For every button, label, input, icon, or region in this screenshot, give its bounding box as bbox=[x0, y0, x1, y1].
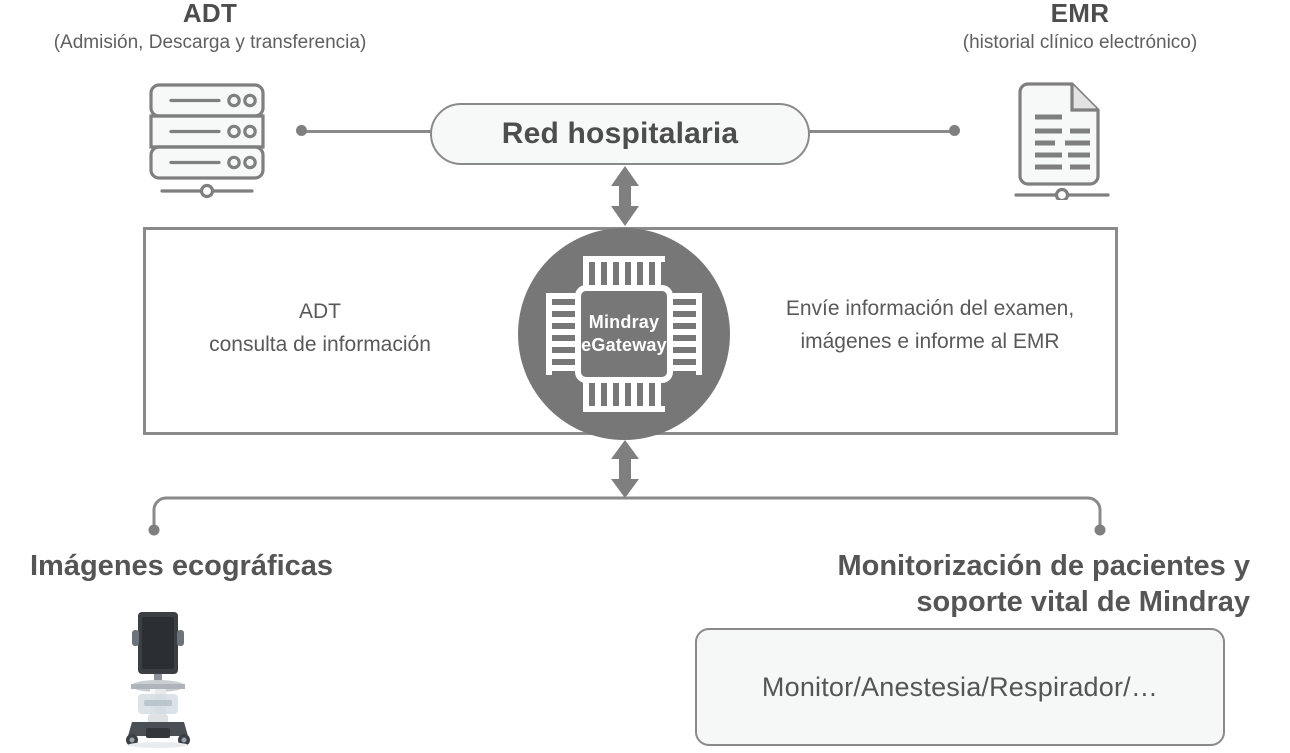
connector-line-left bbox=[300, 130, 432, 133]
connector-dot-left bbox=[296, 125, 307, 136]
devices-bracket bbox=[148, 496, 1106, 536]
header-adt-title: ADT bbox=[182, 0, 238, 28]
ultrasound-cart-icon bbox=[118, 610, 198, 753]
gateway-right-text: Envíe información del examen, imágenes e… bbox=[740, 292, 1120, 358]
monitoring-label-line2: soporte vital de Mindray bbox=[916, 586, 1250, 618]
gateway-left-line2: consulta de información bbox=[209, 333, 431, 356]
header-emr-subtitle: (historial clínico electrónico) bbox=[962, 32, 1198, 53]
gateway-left-text: ADT consulta de información bbox=[160, 295, 480, 361]
network-label: Red hospitalaria bbox=[501, 117, 739, 150]
chip-icon bbox=[518, 228, 730, 440]
header-emr: EMR (historial clínico electrónico) bbox=[880, 0, 1280, 56]
gateway-right-line2: imágenes e informe al EMR bbox=[800, 330, 1060, 353]
gateway-left-line1: ADT bbox=[299, 300, 341, 323]
server-icon bbox=[145, 80, 270, 205]
document-icon bbox=[1010, 80, 1115, 205]
connector-dot-right bbox=[949, 125, 960, 136]
monitoring-label-line1: Monitorización de pacientes y bbox=[837, 550, 1250, 582]
header-adt: ADT (Admisión, Descarga y transferencia) bbox=[0, 0, 420, 56]
monitoring-label: Monitorización de pacientes y soporte vi… bbox=[700, 548, 1250, 620]
arrow-gateway-devices bbox=[611, 440, 639, 498]
connector-line-right bbox=[808, 130, 955, 133]
header-adt-subtitle: (Admisión, Descarga y transferencia) bbox=[53, 32, 367, 53]
network-pill: Red hospitalaria bbox=[430, 103, 810, 165]
ultrasound-label: Imágenes ecográficas bbox=[30, 550, 334, 582]
arrow-network-gateway bbox=[611, 166, 639, 226]
header-emr-title: EMR bbox=[1050, 0, 1110, 28]
gateway-right-line1: Envíe información del examen, bbox=[785, 297, 1075, 320]
devices-box: Monitor/Anestesia/Respirador/… bbox=[695, 628, 1225, 746]
devices-box-label: Monitor/Anestesia/Respirador/… bbox=[761, 671, 1159, 702]
